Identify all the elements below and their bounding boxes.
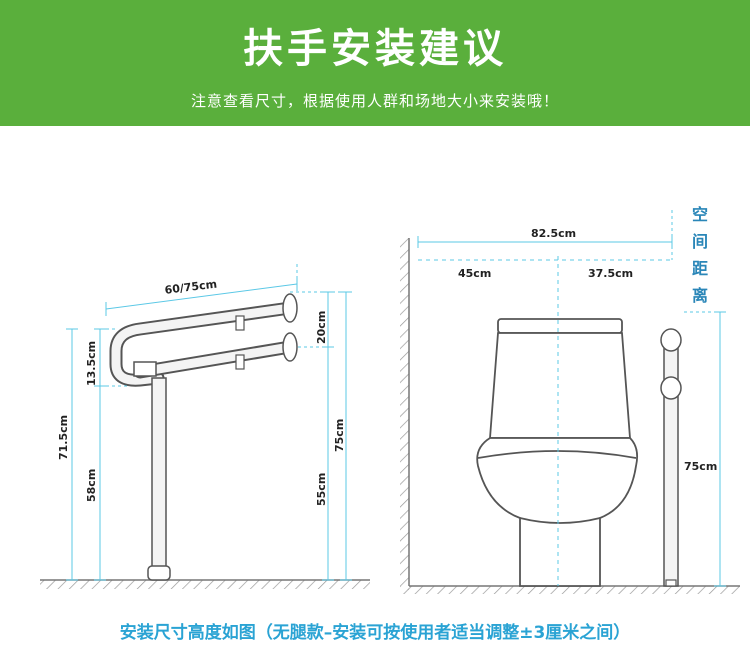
width-dimension xyxy=(105,264,298,316)
space-distance-char-1: 空 xyxy=(692,205,708,224)
left-grab-bar-diagram: 60/75cm 71.5cm 13.5cm 58cm xyxy=(40,264,370,589)
lower-rail-height-label: 55cm xyxy=(315,473,328,506)
right-toilet-diagram: 82.5cm 45cm 37.5cm 空 间 距 离 75cm xyxy=(400,205,740,594)
header-banner xyxy=(0,0,750,126)
right-height-dimensions xyxy=(290,291,352,581)
wall-grab-bar xyxy=(660,328,682,587)
total-height-label: 71.5cm xyxy=(57,415,70,460)
top-spacing-label: 20cm xyxy=(315,311,328,344)
toilet-illustration xyxy=(476,318,639,587)
space-distance-char-2: 间 xyxy=(692,232,708,251)
left-height-dimensions xyxy=(66,328,130,581)
floor-hatch xyxy=(40,580,370,589)
rail-height-dimension xyxy=(684,311,726,587)
space-distance-char-4: 离 xyxy=(692,286,708,305)
left-width-label: 45cm xyxy=(458,267,491,280)
width-label: 60/75cm xyxy=(164,277,218,296)
lower-height-label: 58cm xyxy=(85,469,98,502)
space-distance-char-3: 距 xyxy=(692,259,708,278)
right-width-label: 37.5cm xyxy=(588,267,633,280)
total-width-label: 82.5cm xyxy=(531,227,576,240)
installation-diagram: 60/75cm 71.5cm 13.5cm 58cm xyxy=(40,205,740,594)
right-floor-hatch xyxy=(400,586,740,594)
left-wall-hatch xyxy=(400,238,409,590)
footer-note: 安装尺寸高度如图（无腿款–安装可按使用者适当调整±3厘米之间） xyxy=(119,623,631,643)
page-title: 扶手安装建议 xyxy=(243,26,507,72)
grip-gap-label: 13.5cm xyxy=(85,341,98,386)
rail-height-label: 75cm xyxy=(684,460,717,473)
u-shaped-grab-bar xyxy=(109,293,298,581)
upper-rail-height-label: 75cm xyxy=(333,419,346,452)
page-subtitle: 注意查看尺寸，根据使用人群和场地大小来安装哦！ xyxy=(190,92,559,110)
total-width-dimension xyxy=(417,210,673,261)
